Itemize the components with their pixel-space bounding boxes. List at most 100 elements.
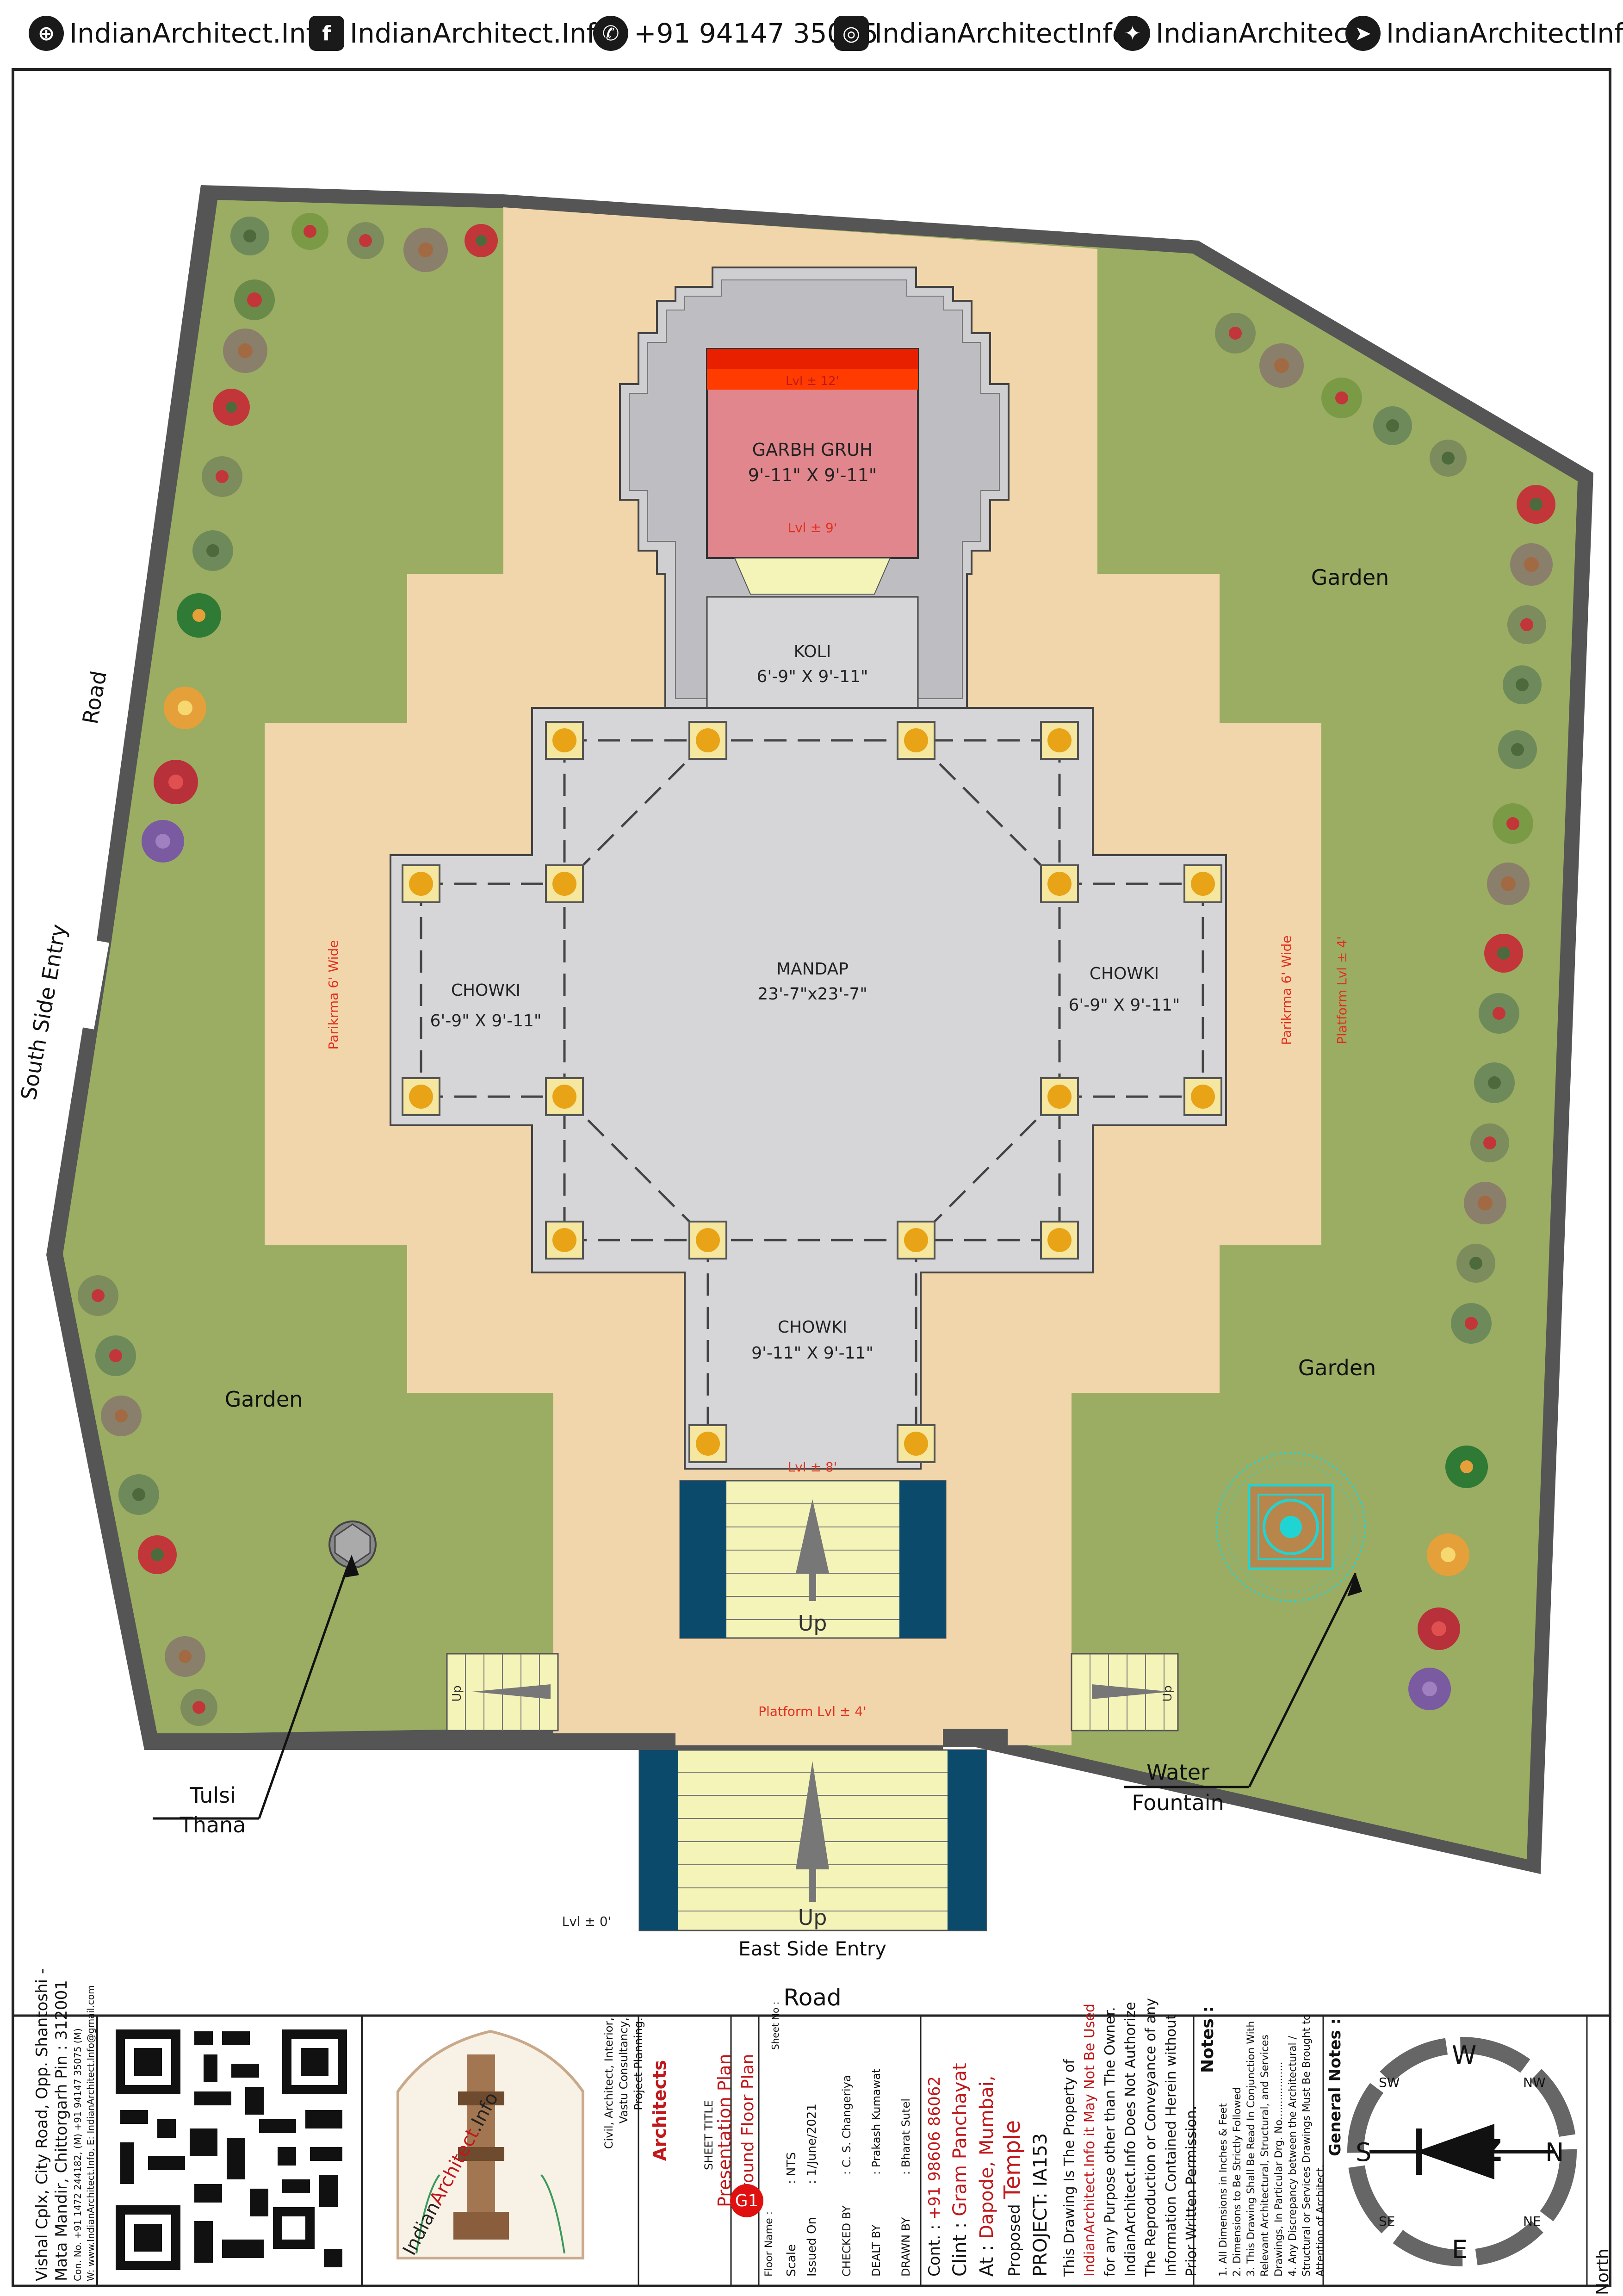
koli-size: 6'-9" X 9'-11"	[757, 667, 868, 686]
fountain-arrowhead	[1347, 1573, 1362, 1596]
entry-stairs-side-left	[639, 1750, 678, 1930]
garden-plants	[78, 213, 1555, 1726]
dealt-by-value: : Prakash Kumawat	[870, 2068, 883, 2175]
plant	[202, 456, 242, 497]
plant	[1510, 543, 1553, 586]
column	[545, 864, 584, 903]
platform-lvl-label: Platform Lvl ± 4'	[758, 1704, 867, 1719]
koli-room	[706, 596, 919, 709]
facebook-icon: f	[309, 16, 344, 51]
side-stairs-left-arrow	[472, 1684, 551, 1699]
tulsi-label-2: Thana	[180, 1812, 246, 1837]
chowki-left-size: 6'-9" X 9'-11"	[430, 1011, 542, 1030]
plant	[213, 389, 250, 426]
tulsi-arrowhead	[342, 1555, 359, 1578]
plant	[1493, 803, 1533, 844]
plant	[118, 1474, 159, 1515]
garden-top-right-label: Garden	[1311, 565, 1389, 590]
twitter-icon: ✦	[1115, 16, 1150, 51]
column	[545, 1221, 584, 1260]
header-link-instagram[interactable]: ◎IndianArchitectInfo	[834, 10, 1128, 56]
side-stairs-right-up-label: Up	[1161, 1685, 1175, 1702]
plant	[234, 279, 275, 320]
compass-ring	[1347, 2037, 1577, 2266]
plant	[1408, 1668, 1451, 1710]
issued-label: Issued On	[805, 2217, 819, 2277]
entry-up-arrow-stem	[809, 1869, 816, 1902]
instagram-icon: ◎	[834, 16, 869, 51]
column	[688, 1221, 727, 1260]
plant	[1418, 1607, 1460, 1650]
compass-ne: NE	[1523, 2214, 1541, 2229]
tulsi-leader	[258, 1568, 348, 1819]
floor-name-label: Floor Name :	[763, 2211, 775, 2277]
garbh-lvl-top: Lvl ± 12'	[786, 374, 839, 388]
column	[1040, 1221, 1079, 1260]
plant	[165, 1636, 205, 1677]
dealt-by-label: DEALT BY	[870, 2224, 883, 2277]
column	[897, 1221, 935, 1260]
plant	[1503, 665, 1542, 704]
north-label: North	[1593, 2248, 1612, 2295]
columns	[402, 721, 1222, 1463]
compass-e: E	[1452, 2235, 1468, 2264]
temple-stairs-side-left	[680, 1481, 726, 1638]
plant	[1470, 1123, 1509, 1162]
plant	[180, 1689, 217, 1726]
mandap-beams	[420, 739, 1204, 1444]
east-entry-label: East Side Entry	[738, 1937, 886, 1960]
sheet-title-label: SHEET TITLE	[702, 2100, 715, 2170]
compass-s: S	[1356, 2138, 1371, 2167]
plant	[154, 760, 198, 804]
chowki-right-name: CHOWKI	[1090, 964, 1159, 983]
whatsapp-icon: ✆	[593, 16, 628, 51]
south-entry-label: South Side Entry	[16, 922, 71, 1102]
header-link-twitter[interactable]: ✦IndianArchitec3	[1115, 10, 1365, 56]
column	[545, 721, 584, 760]
compass-n: N	[1545, 2138, 1564, 2167]
checked-by-value: : C. S. Changeriya	[840, 2075, 853, 2175]
entry-stairs-side-right	[948, 1750, 986, 1930]
scale-value: : NTS	[785, 2152, 799, 2184]
chowki-bottom-size: 9'-11" X 9'-11"	[751, 1344, 873, 1363]
project-id: PROJECT: IA153	[1030, 2133, 1051, 2277]
column	[1183, 1077, 1222, 1116]
platform-lvl-side-label: Platform Lvl ± 4'	[1334, 936, 1350, 1044]
temple-stairs-up-label: Up	[798, 1611, 827, 1636]
header-link-telegram[interactable]: ➤IndianArchitectInfo	[1345, 10, 1623, 56]
wall-bottom-right	[943, 1729, 1008, 1747]
header-link-website[interactable]: ⊕IndianArchitect.Info	[29, 10, 332, 56]
client-row: Clint : Gram Panchayat	[949, 2063, 971, 2277]
column	[1040, 1077, 1079, 1116]
plant	[230, 217, 269, 255]
notes-title: Notes :	[1198, 2006, 1217, 2073]
chowki-bottom-name: CHOWKI	[778, 1318, 847, 1337]
services-list: Civil, Architect, Interior, Vastu Consul…	[602, 2017, 645, 2149]
firm-address: Vishal Cplx, City Road, Opp. Shantoshi -…	[33, 1968, 96, 2281]
notes-body: This Drawing Is The Property of IndianAr…	[1061, 1998, 1200, 2277]
garbh-gruh-top-edge	[707, 349, 918, 369]
checked-by-label: CHECKED BY	[840, 2205, 853, 2277]
plant	[223, 329, 267, 373]
globe-icon: ⊕	[29, 16, 64, 51]
architects-label: Architects	[650, 2060, 670, 2161]
compass-marker	[1416, 2128, 1422, 2175]
plant	[465, 224, 498, 257]
column	[1040, 721, 1079, 760]
plant	[138, 1535, 177, 1574]
plant	[1479, 993, 1519, 1034]
plant	[101, 1396, 142, 1436]
qr-code	[111, 2025, 352, 2275]
plant	[1487, 863, 1530, 905]
drawn-by-value: : Bharat Sutel	[899, 2098, 912, 2175]
compass-nw: NW	[1523, 2075, 1546, 2090]
plant	[1507, 605, 1546, 644]
south-entry-gap	[62, 937, 109, 1030]
sheet-title-value: Presentation Plan	[714, 2054, 735, 2207]
plant	[291, 213, 328, 250]
compass-z: Z	[1481, 2134, 1502, 2168]
plant	[403, 228, 448, 272]
garden-left-label: Garden	[225, 1387, 303, 1412]
